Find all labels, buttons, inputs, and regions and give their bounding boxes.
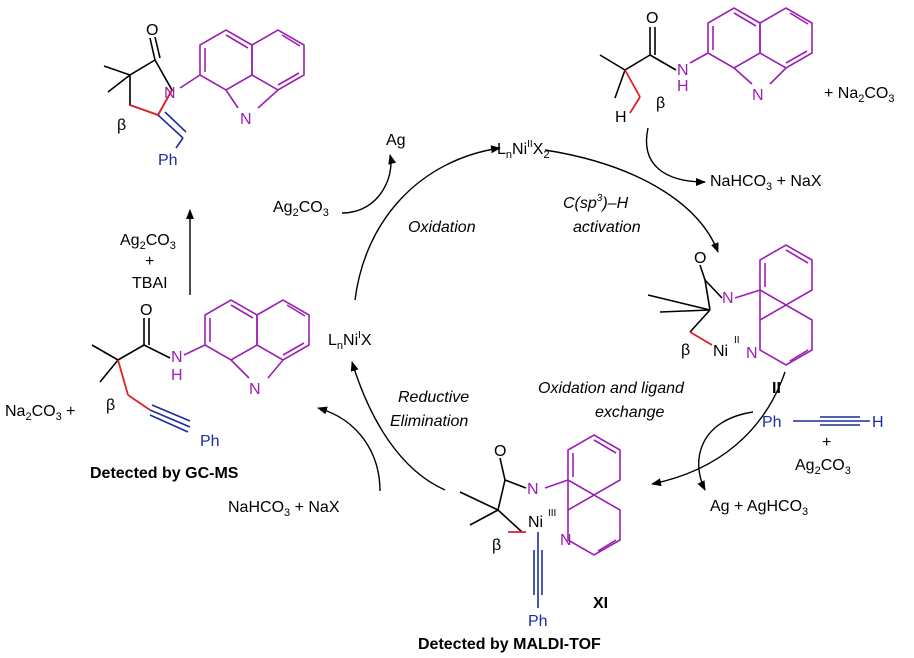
svg-text:III: III <box>548 508 556 519</box>
intermediate-II: O N Ni II N β II <box>647 244 813 397</box>
svg-text:O: O <box>646 10 658 27</box>
step-ch-activation-l2: activation <box>573 219 641 236</box>
ag2co3-reagent: Ag2CO3 <box>273 199 329 219</box>
substrate-amide: O N H H β N <box>599 7 813 126</box>
svg-text:N: N <box>746 345 758 362</box>
step-reductive-l1: Reductive <box>398 389 469 406</box>
svg-text:Ni: Ni <box>713 343 728 360</box>
catalyst-label: LnNiIIX2 <box>497 139 550 161</box>
svg-text:Ph: Ph <box>762 414 782 431</box>
na2co3-reagent: + Na2CO3 <box>824 85 895 105</box>
svg-text:O: O <box>494 443 506 460</box>
svg-text:β: β <box>106 397 115 414</box>
svg-text:N: N <box>677 62 689 79</box>
arrow-oxidation <box>354 145 501 301</box>
final-lactam-product: O N β Ph N <box>103 22 305 169</box>
svg-text:H: H <box>171 367 183 384</box>
svg-text:H: H <box>615 109 627 126</box>
svg-text:H: H <box>872 414 884 431</box>
svg-text:β: β <box>656 95 665 112</box>
svg-text:N: N <box>164 85 176 102</box>
svg-text:O: O <box>694 250 706 267</box>
step-oxidation-label: Oxidation <box>408 219 476 236</box>
arrow-reductive-elimination <box>350 361 446 491</box>
intermediate-XI: O N Ni III N β Ph XI <box>459 434 621 630</box>
svg-text:β: β <box>492 537 501 554</box>
step-oxidation-ligand-l1: Oxidation and ligand <box>538 380 685 397</box>
svg-text:N: N <box>249 381 261 398</box>
step-oxidation-ligand-l2: exchange <box>595 404 664 421</box>
svg-text:β: β <box>117 117 126 134</box>
svg-text:N: N <box>527 481 539 498</box>
svg-text:Ni: Ni <box>528 514 543 531</box>
svg-text:XI: XI <box>593 595 608 612</box>
detected-gcms-label: Detected by GC-MS <box>90 465 239 482</box>
svg-text:II: II <box>772 380 781 397</box>
detected-maldi-label: Detected by MALDI-TOF <box>418 636 601 653</box>
conditions-ag2co3: Ag2CO3 <box>120 232 176 252</box>
svg-text:Ph: Ph <box>158 152 178 169</box>
ni-i-label: LnNiIX <box>328 330 372 352</box>
svg-text:Ph: Ph <box>200 433 220 450</box>
svg-text:N: N <box>240 111 252 128</box>
na2co3-left: Na2CO3 + <box>5 403 76 423</box>
arrow-product-out <box>317 406 381 492</box>
side-product-3: NaHCO3 + NaX <box>228 499 340 519</box>
svg-text:N: N <box>722 290 734 307</box>
svg-text:β: β <box>681 342 690 359</box>
svg-text:N: N <box>752 87 764 104</box>
arrow-ch-activation <box>544 149 719 253</box>
conditions-plus: + <box>145 253 154 270</box>
conditions-tbai: TBAI <box>132 275 168 292</box>
step-ch-activation-l1: C(sp3)–H <box>563 193 629 212</box>
alkyne-reagent: Ph H + Ag2CO3 <box>762 414 884 477</box>
arrow-ag-out <box>341 154 397 214</box>
svg-text:II: II <box>734 335 740 346</box>
arrow-alkyne-in <box>697 411 754 491</box>
svg-text:N: N <box>171 349 183 366</box>
side-arrows <box>186 127 754 492</box>
side-product-1: NaHCO3 + NaX <box>710 173 822 193</box>
svg-text:H: H <box>677 78 689 95</box>
arrow-oxidation-ligand <box>651 371 786 487</box>
cycle-arrows <box>350 145 786 491</box>
arrow-substrate-in <box>645 127 706 186</box>
svg-text:Ph: Ph <box>528 613 548 630</box>
step-reductive-l2: Elimination <box>390 413 468 430</box>
svg-text:N: N <box>560 532 572 549</box>
svg-text:+: + <box>822 434 831 451</box>
svg-text:O: O <box>140 302 152 319</box>
svg-text:O: O <box>146 22 158 39</box>
svg-text:Ag2CO3: Ag2CO3 <box>795 457 851 477</box>
ag-byproduct: Ag <box>386 132 406 149</box>
alkynyl-amide-product: O N H β Ph N <box>91 299 310 450</box>
side-product-2: Ag + AgHCO3 <box>710 498 808 518</box>
